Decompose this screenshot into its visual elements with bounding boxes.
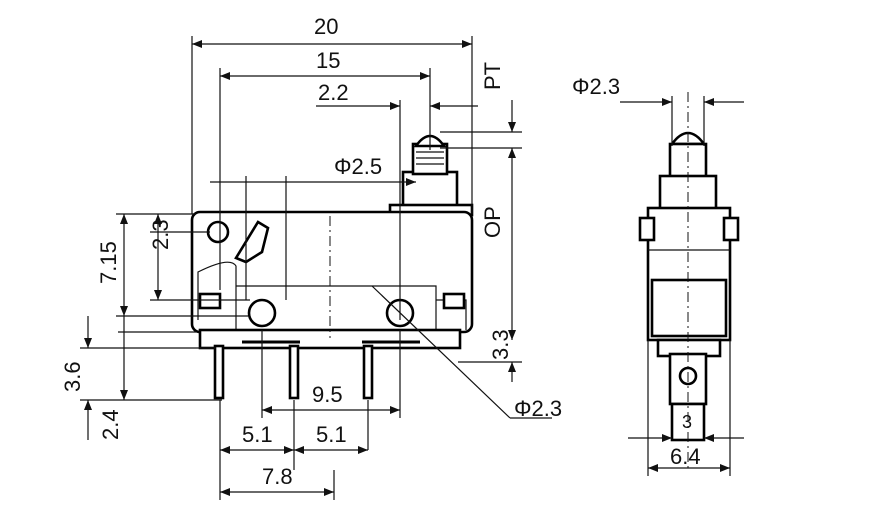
- dim-side-6-4: 6.4: [670, 444, 701, 469]
- dim-pt: PT: [480, 62, 505, 90]
- lever-pivot-hole: [206, 220, 230, 244]
- dim-5-1-right: 5.1: [316, 422, 347, 447]
- front-dimensions: 20 15 2.2 PT OP Φ2.5 2.3 7.15: [60, 14, 562, 500]
- terminal-1: [213, 344, 225, 400]
- switch-housing: [190, 210, 474, 334]
- dim-7-15: 7.15: [96, 241, 121, 284]
- dim-op: OP: [480, 206, 505, 238]
- front-view: [190, 134, 474, 400]
- dim-20: 20: [314, 14, 338, 39]
- dim-hole-dia-top: Φ2.3: [572, 74, 620, 99]
- dim-2-2: 2.2: [318, 80, 349, 105]
- dim-2-3: 2.3: [148, 219, 173, 250]
- side-dimensions: Φ2.3 3 6.4: [572, 74, 744, 476]
- dim-roller-dia: Φ2.5: [334, 154, 382, 179]
- dim-3-3: 3.3: [488, 329, 513, 360]
- dim-7-8: 7.8: [262, 464, 293, 489]
- dim-2-4: 2.4: [98, 409, 123, 440]
- dim-5-1-left: 5.1: [242, 422, 273, 447]
- dim-9-5: 9.5: [312, 382, 343, 407]
- dim-15: 15: [316, 48, 340, 73]
- dim-side-3: 3: [682, 412, 692, 432]
- terminal-3: [362, 344, 374, 400]
- terminal-2: [288, 344, 300, 400]
- mounting-hole-left: [247, 298, 277, 328]
- dim-hole-dia-bottom: Φ2.3: [514, 396, 562, 421]
- dim-3-6: 3.6: [60, 361, 85, 392]
- side-view: [638, 92, 740, 470]
